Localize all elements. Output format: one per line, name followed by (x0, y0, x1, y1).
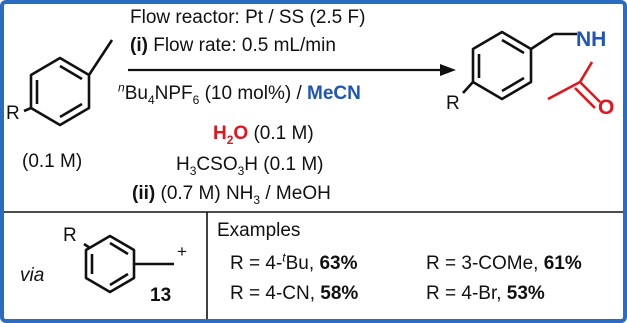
substrate-r-bond (23, 106, 32, 113)
conditions-step-ii: (ii) (0.7 M) NH3 / MeOH (132, 183, 331, 206)
conditions-electrolyte: nBu4NPF6 (10 mol%) / MeCN (118, 80, 361, 106)
example-yield: 58% (320, 283, 359, 304)
intermediate-number: 13 (150, 285, 172, 306)
conditions-acid: H3CSO3H (0.1 M) (176, 154, 324, 177)
product-o-label: O (598, 96, 615, 119)
substrate-ring (29, 56, 91, 127)
intermediate-r-label: R (63, 225, 77, 246)
reaction-arrowhead (440, 64, 456, 76)
product-ch2-bond (530, 32, 555, 51)
water-h: H (213, 123, 227, 144)
product-r-label: R (446, 93, 460, 114)
substrate-concentration: (0.1 M) (22, 151, 83, 172)
product-r-bond (462, 81, 474, 94)
examples-heading: Examples (217, 220, 301, 241)
salt-sub-a: 4 (147, 92, 155, 107)
product-carbonyl-bond-1 (579, 81, 601, 103)
example-item: R = 3-COMe, 61% (426, 254, 582, 273)
example-sup: t (282, 250, 286, 265)
water-conc: (0.1 M) (248, 123, 314, 144)
product-ring (471, 30, 533, 101)
example-yield: 53% (506, 283, 545, 304)
product-acetyl-methyl-bond (547, 80, 581, 101)
intermediate-charge: + (177, 242, 187, 261)
intermediate-ring (84, 234, 136, 294)
conditions-reactor: Flow reactor: Pt / SS (2.5 F) (130, 7, 366, 28)
solvent-label: MeCN (307, 83, 361, 104)
product-nc-bond (578, 61, 594, 83)
salt-sub-b: 6 (192, 92, 200, 107)
product-nh-label: NH (576, 28, 607, 51)
example-item: R = 4-tBu, 63% (230, 250, 358, 274)
salt-part-a: Bu (124, 83, 148, 104)
substrate-methyl-bond (87, 39, 114, 76)
substrate-r-label: R (6, 103, 20, 124)
acid-part-a: H (176, 154, 190, 175)
example-r: R = 4-CN, (230, 283, 321, 304)
example-item: R = 4-CN, 58% (230, 284, 358, 303)
via-label: via (20, 265, 45, 286)
step-i-text: Flow rate: 0.5 mL/min (153, 35, 336, 56)
acid-sub-b: 3 (237, 163, 245, 178)
example-r: R = 4- (230, 253, 283, 274)
salt-prefix: n (118, 80, 125, 95)
example-yield: 63% (319, 253, 358, 274)
step-i-label: (i) (130, 35, 148, 56)
acid-part-c: H (0.1 M) (244, 154, 324, 175)
step-ii-part-a: (0.7 M) NH (155, 183, 254, 204)
conditions-water: H2O (0.1 M) (213, 123, 314, 146)
example-r: R = 4-Br, (426, 283, 507, 304)
salt-part-b: NPF (154, 83, 193, 104)
product-carbonyl-bond-2 (574, 87, 596, 109)
intermediate-r-bond (83, 242, 91, 250)
example-rest: Bu, (285, 253, 320, 274)
example-yield: 61% (543, 253, 582, 274)
conditions-step-i: (i) Flow rate: 0.5 mL/min (130, 36, 336, 55)
example-r: R = 3-COMe, (426, 253, 544, 274)
step-ii-sub: 3 (253, 192, 261, 207)
acid-part-b: CSO (196, 154, 238, 175)
step-ii-label: (ii) (132, 183, 156, 204)
salt-part-c: (10 mol%) / (199, 83, 308, 104)
example-item: R = 4-Br, 53% (426, 284, 545, 303)
water-o: O (233, 123, 249, 144)
water-sub: 2 (226, 132, 234, 147)
acid-sub-a: 3 (189, 163, 197, 178)
step-ii-part-b: / MeOH (260, 183, 331, 204)
